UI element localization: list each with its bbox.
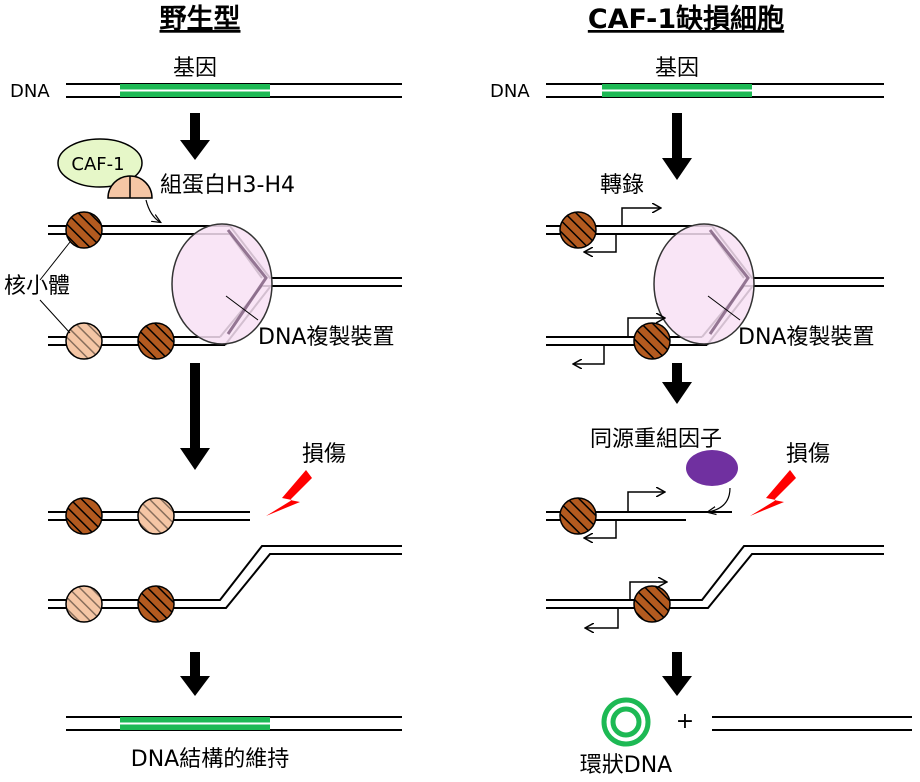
right-panel: CAF-1缺損細胞 DNA 基因 轉錄 DNA複製裝置 — [490, 4, 912, 778]
transcription-label: 轉錄 — [600, 173, 644, 198]
plus-sign: + — [676, 709, 694, 734]
left-arrow-1 — [180, 113, 210, 160]
left-damage-label: 損傷 — [302, 442, 346, 467]
left-arrow-2 — [180, 363, 210, 470]
left-title: 野生型 — [160, 4, 241, 35]
circular-dna-label: 環狀DNA — [580, 753, 672, 778]
left-replication-label: DNA複製裝置 — [258, 325, 394, 350]
left-gene-label: 基因 — [173, 56, 217, 81]
caf1-label: CAF-1 — [71, 154, 124, 175]
right-arrow-3 — [662, 652, 692, 696]
left-panel: 野生型 DNA 基因 CAF-1 組蛋白H3-H4 — [4, 4, 402, 772]
right-broken-dna — [546, 511, 884, 609]
right-damage-label: 損傷 — [786, 442, 830, 467]
right-arrow-2 — [662, 363, 692, 404]
nucleosome-label: 核小體 — [4, 274, 70, 299]
left-broken-dna — [48, 511, 402, 609]
recombination-label: 同源重組因子 — [590, 427, 722, 452]
right-replication-label: DNA複製裝置 — [738, 325, 874, 350]
right-damage-icon — [750, 470, 796, 516]
left-result-label: DNA結構的維持 — [131, 747, 289, 772]
left-dna-label: DNA — [10, 81, 50, 102]
histone-deposit-arrow — [145, 199, 160, 222]
left-arrow-3 — [180, 652, 210, 696]
caf1-ellipse — [57, 138, 143, 188]
right-dna-label: DNA — [490, 81, 530, 102]
right-final-dna — [712, 716, 912, 731]
transcription-arrows — [574, 208, 664, 364]
right-title: CAF-1缺損細胞 — [588, 4, 784, 35]
left-replisome — [171, 223, 273, 345]
circular-dna-icon — [601, 697, 651, 747]
histone-label: 組蛋白H3-H4 — [160, 173, 295, 198]
left-damage-icon — [266, 470, 312, 516]
right-gene-label: 基因 — [655, 56, 699, 81]
right-arrow-1 — [662, 113, 692, 180]
recombination-factor-icon — [686, 450, 738, 486]
